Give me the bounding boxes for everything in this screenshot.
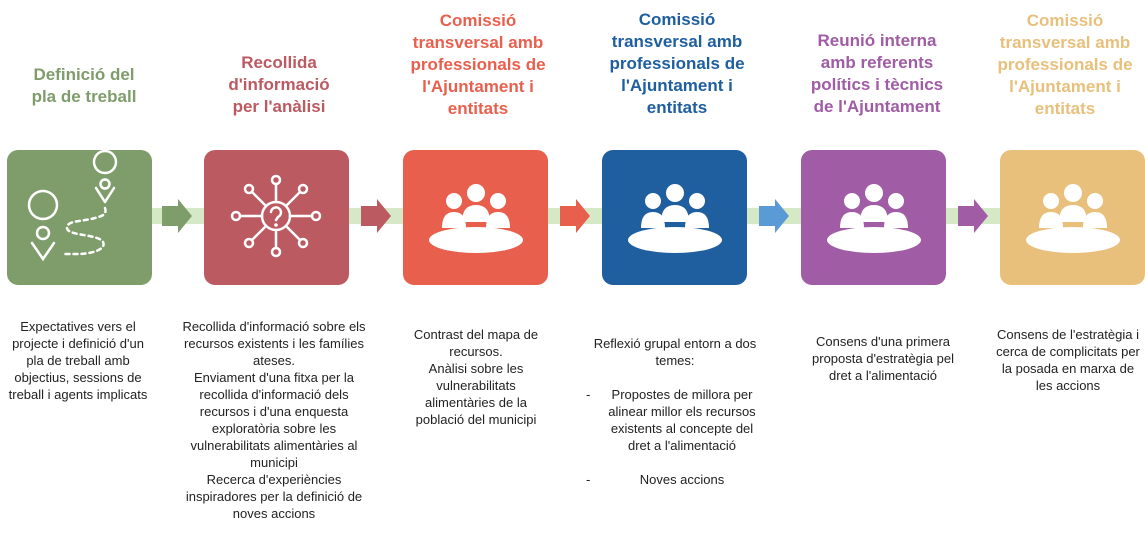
- step-5-title: Reunió interna amb referents polítics i …: [810, 31, 944, 116]
- arrow-right-icon: [759, 199, 789, 233]
- step-4-description-intro: Reflexió grupal entorn a dos temes:: [593, 336, 757, 368]
- meeting-group-icon: [628, 184, 722, 253]
- step-5-tile: [801, 150, 946, 285]
- step-4-description-item: Propostes de millora per alinear millor …: [608, 387, 756, 453]
- step-3-title: Comissió transversal amb professionals d…: [410, 11, 546, 118]
- arrow-right-icon: [361, 199, 391, 233]
- network-question-icon: [230, 174, 322, 258]
- step-6-description: Consens de l'estratègia i cerca de compl…: [996, 327, 1140, 393]
- list-item: - Noves accions: [586, 471, 764, 488]
- step-3-description: Contrast del mapa de recursos. Anàlisi s…: [413, 327, 539, 427]
- list-item: - Propostes de millora per alinear millo…: [586, 386, 764, 454]
- step-2-title: Recollida d'informació per l'anàlisi: [228, 53, 330, 116]
- step-2-tile: [204, 150, 349, 285]
- map-route-icon: [27, 150, 118, 262]
- arrow-right-icon: [162, 199, 192, 233]
- step-4-title: Comissió transversal amb professionals d…: [609, 10, 745, 117]
- meeting-group-icon: [429, 184, 523, 253]
- step-1-description: Expectatives vers el projecte i definici…: [8, 319, 148, 402]
- step-4-description-item: Noves accions: [639, 472, 725, 487]
- step-2-description: Recollida d'informació sobre els recurso…: [182, 319, 366, 521]
- arrow-right-icon: [560, 199, 590, 233]
- step-1-title: Definició del pla de treball: [31, 65, 137, 106]
- meeting-group-icon: [827, 184, 921, 253]
- step-6-title: Comissió transversal amb professionals d…: [997, 11, 1133, 118]
- step-6-tile: [1000, 150, 1145, 285]
- step-3-tile: [403, 150, 548, 285]
- step-4-description: Reflexió grupal entorn a dos temes: - Pr…: [586, 318, 764, 505]
- step-5-description: Consens d'una primera proposta d'estratè…: [812, 334, 954, 383]
- meeting-group-icon: [1026, 184, 1120, 253]
- step-1-tile: [7, 150, 152, 285]
- arrow-right-icon: [958, 199, 988, 233]
- step-4-tile: [602, 150, 747, 285]
